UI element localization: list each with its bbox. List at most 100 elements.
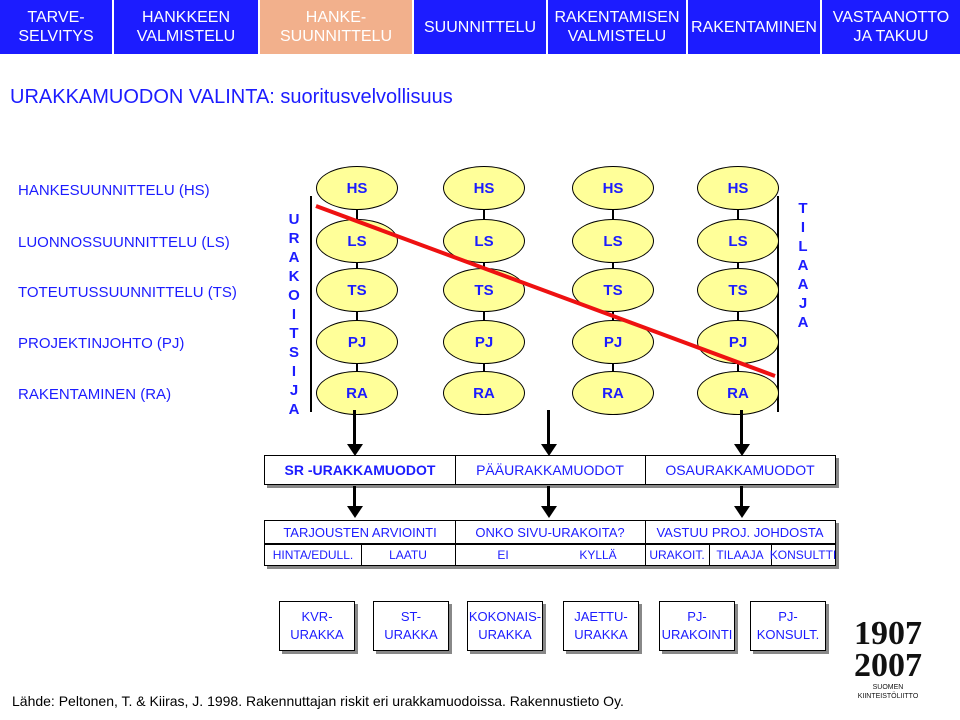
column-divider-right — [777, 196, 779, 412]
vertical-letter: J — [289, 382, 299, 399]
vertical-letter: K — [288, 268, 300, 285]
vertical-letter: A — [797, 314, 809, 331]
options-bar: HINTA/EDULL. LAATU EI KYLLÄ URAKOIT. TIL… — [264, 544, 836, 566]
phase-oval-ts: TS — [316, 268, 398, 312]
vertical-letter: S — [288, 344, 299, 361]
bar-divider — [645, 521, 646, 543]
bar-divider — [361, 545, 362, 565]
kiinteistoliitto-logo: 1907 2007 SUOMEN KIINTEISTÖLIITTO — [848, 610, 928, 702]
option-yes: KYLLÄ — [579, 548, 617, 562]
vertical-letter: A — [288, 401, 300, 418]
tab-suunnittelu[interactable]: SUUNNITTELU — [414, 0, 548, 54]
vertical-letter: A — [797, 257, 809, 274]
bar-divider — [645, 545, 646, 565]
vertical-letter: A — [288, 249, 300, 266]
bar-divider — [455, 521, 456, 543]
phase-oval-ts: TS — [697, 268, 779, 312]
vertical-letter: I — [800, 219, 806, 236]
result-kvr-urakka: KVR- URAKKA — [279, 601, 355, 651]
option-client: TILAAJA — [716, 548, 764, 562]
title-main: URAKKAMUODON VALINTA: — [10, 86, 275, 108]
title-sub: suoritusvelvollisuus — [274, 86, 453, 108]
bar-divider — [645, 456, 646, 484]
option-contractor: URAKOIT. — [649, 548, 705, 562]
phase-oval-ls: LS — [443, 219, 525, 263]
criteria-bar: TARJOUSTEN ARVIOINTI ONKO SIVU-URAKOITA?… — [264, 520, 836, 544]
option-price: HINTA/EDULL. — [272, 548, 354, 562]
option-quality: LAATU — [389, 548, 427, 562]
vertical-letter: O — [288, 287, 300, 304]
arrow-head-4 — [347, 506, 363, 518]
result-st-urakka: ST- URAKKA — [373, 601, 449, 651]
criterion-project-management: VASTUU PROJ. JOHDOSTA — [656, 524, 824, 540]
phase-oval-ls: LS — [697, 219, 779, 263]
phase-oval-ls: LS — [572, 219, 654, 263]
arrow-shaft-6 — [740, 486, 743, 508]
tab-rakentaminen[interactable]: RAKENTAMINEN — [688, 0, 822, 54]
tab-vastaanotto-ja-takuu[interactable]: VASTAANOTTO JA TAKUU — [822, 0, 960, 54]
contract-forms-bar: SR -URAKKAMUODOT PÄÄURAKKAMUODOT OSAURAK… — [264, 455, 836, 485]
logo-line1: SUOMEN — [873, 684, 904, 691]
logo-graphic: 1907 2007 SUOMEN KIINTEISTÖLIITTO — [854, 615, 922, 700]
phase-oval-ra: RA — [697, 371, 779, 415]
logo-year-top: 1907 — [854, 615, 922, 652]
vertical-letter: I — [291, 363, 297, 380]
page-title: URAKKAMUODON VALINTA: suoritusvelvollisu… — [10, 86, 453, 109]
column-divider-left — [310, 196, 312, 412]
vertical-letter: L — [798, 238, 808, 255]
bar-divider — [771, 545, 772, 565]
criterion-subcontracts: ONKO SIVU-URAKOITA? — [475, 524, 625, 540]
arrow-head-2 — [541, 444, 557, 456]
tab-tarveselvitys[interactable]: TARVE- SELVITYS — [0, 0, 114, 54]
source-citation: Lähde: Peltonen, T. & Kiiras, J. 1998. R… — [12, 693, 624, 709]
tab-rakentamisen-valmistelu[interactable]: RAKENTAMISEN VALMISTELU — [548, 0, 688, 54]
result-pj-konsult: PJ- KONSULT. — [750, 601, 826, 651]
phase-oval-hs: HS — [697, 166, 779, 210]
bar-divider — [455, 545, 456, 565]
tab-hankkeen-valmistelu[interactable]: HANKKEEN VALMISTELU — [114, 0, 260, 54]
option-no: EI — [497, 548, 509, 562]
phase-label-pj: PROJEKTINJOHTO (PJ) — [18, 335, 185, 352]
contract-form-sr: SR -URAKKAMUODOT — [284, 462, 436, 478]
contract-form-paa: PÄÄURAKKAMUODOT — [476, 462, 624, 478]
arrow-shaft-2 — [547, 410, 550, 446]
criterion-bid-evaluation: TARJOUSTEN ARVIOINTI — [283, 524, 437, 540]
phase-oval-pj: PJ — [697, 320, 779, 364]
arrow-head-5 — [541, 506, 557, 518]
phase-oval-hs: HS — [443, 166, 525, 210]
arrow-shaft-4 — [353, 486, 356, 508]
arrow-head-1 — [347, 444, 363, 456]
result-kokonaisurakka: KOKONAIS- URAKKA — [467, 601, 543, 651]
vertical-letter: I — [291, 306, 297, 323]
phase-oval-pj: PJ — [443, 320, 525, 364]
vertical-letter: J — [798, 295, 808, 312]
phase-oval-ra: RA — [572, 371, 654, 415]
phase-oval-hs: HS — [572, 166, 654, 210]
phase-navigation: TARVE- SELVITYS HANKKEEN VALMISTELU HANK… — [0, 0, 960, 54]
vertical-letter: R — [288, 230, 300, 247]
tab-hankesuunnittelu[interactable]: HANKE- SUUNNITTELU — [260, 0, 414, 54]
vertical-letter: U — [288, 211, 300, 228]
vertical-letter: A — [797, 276, 809, 293]
phase-label-hs: HANKESUUNNITTELU (HS) — [18, 182, 210, 199]
phase-oval-pj: PJ — [316, 320, 398, 364]
phase-oval-ra: RA — [316, 371, 398, 415]
phase-oval-ts: TS — [572, 268, 654, 312]
vertical-letter: T — [798, 200, 808, 217]
result-pj-urakointi: PJ- URAKOINTI — [659, 601, 735, 651]
option-consultant: KONSULTTI — [769, 548, 837, 562]
vertical-letter: T — [289, 325, 299, 342]
contract-form-osa: OSAURAKKAMUODOT — [665, 462, 815, 478]
phase-oval-ra: RA — [443, 371, 525, 415]
bar-divider — [709, 545, 710, 565]
phase-label-ls: LUONNOSSUUNNITTELU (LS) — [18, 234, 230, 251]
arrow-shaft-3 — [740, 410, 743, 446]
bar-divider — [455, 456, 456, 484]
arrow-head-3 — [734, 444, 750, 456]
logo-year-bottom: 2007 — [854, 647, 922, 684]
arrow-shaft-5 — [547, 486, 550, 508]
phase-label-ra: RAKENTAMINEN (RA) — [18, 386, 172, 403]
